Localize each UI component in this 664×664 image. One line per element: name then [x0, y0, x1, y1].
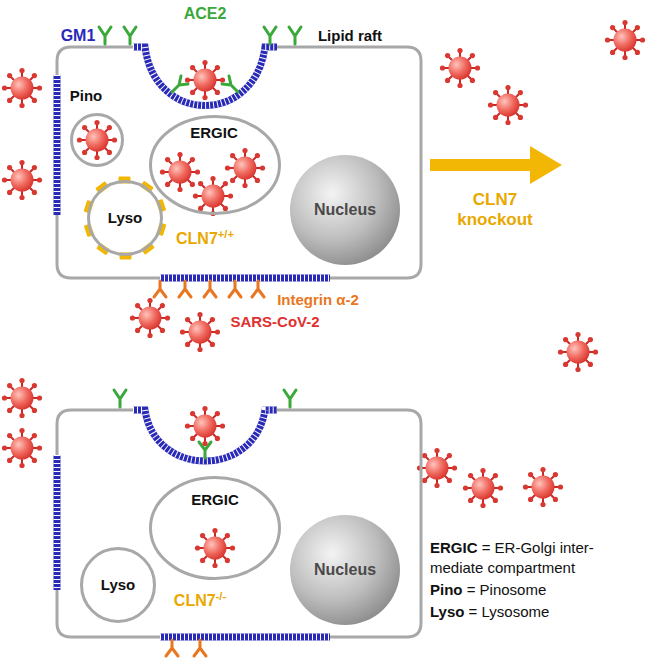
virus-particles	[2, 20, 645, 568]
virus-label: SARS-CoV-2	[230, 313, 319, 330]
node-text: CLN7-/-	[174, 590, 226, 611]
node-text: CLN7+/+	[176, 228, 234, 249]
nucleus: Nucleus	[290, 515, 400, 625]
nucleus: Nucleus	[290, 155, 400, 265]
receptor-label: ACE2	[184, 5, 227, 23]
node-text: ERGIC	[190, 124, 238, 141]
arrow-label: CLN7 knockout	[450, 190, 540, 230]
cell: CLN7-/- ERGIC Lyso Nucleus	[50, 395, 430, 645]
lipid-label: GM1	[61, 27, 96, 45]
abbreviation-note: ERGIC = ER-Golgi inter- mediate compartm…	[430, 538, 630, 578]
node-text: Nucleus	[314, 561, 376, 579]
node-text: Pino	[70, 87, 103, 104]
ergic-compartment: ERGIC	[149, 476, 281, 580]
receptor-label: Integrin α-2	[277, 291, 359, 308]
node-text: Nucleus	[314, 201, 376, 219]
knockout-arrow	[430, 146, 562, 184]
cln7-proteins	[84, 176, 167, 259]
ace2-receptors	[114, 390, 296, 458]
ergic-compartment: ERGIC	[149, 115, 281, 215]
pinosome: Pino	[70, 113, 124, 167]
abbreviation-note: Lyso = Lysosome	[430, 602, 630, 622]
raft-label: Lipid raft	[318, 27, 382, 44]
lysosome: Lyso	[87, 180, 163, 256]
node-text: Lyso	[108, 209, 142, 226]
shape-outline	[70, 113, 124, 167]
cell: CLN7+/+PinoERGICLysoNucleus	[50, 30, 430, 290]
abbreviation-note: Pino = Pinosome	[430, 580, 630, 600]
node-text: Lyso	[101, 576, 135, 593]
node-text: ERGIC	[191, 491, 239, 508]
lysosome: Lyso	[80, 547, 156, 623]
integrin-receptors	[166, 640, 206, 656]
integrin-receptors	[154, 281, 264, 297]
